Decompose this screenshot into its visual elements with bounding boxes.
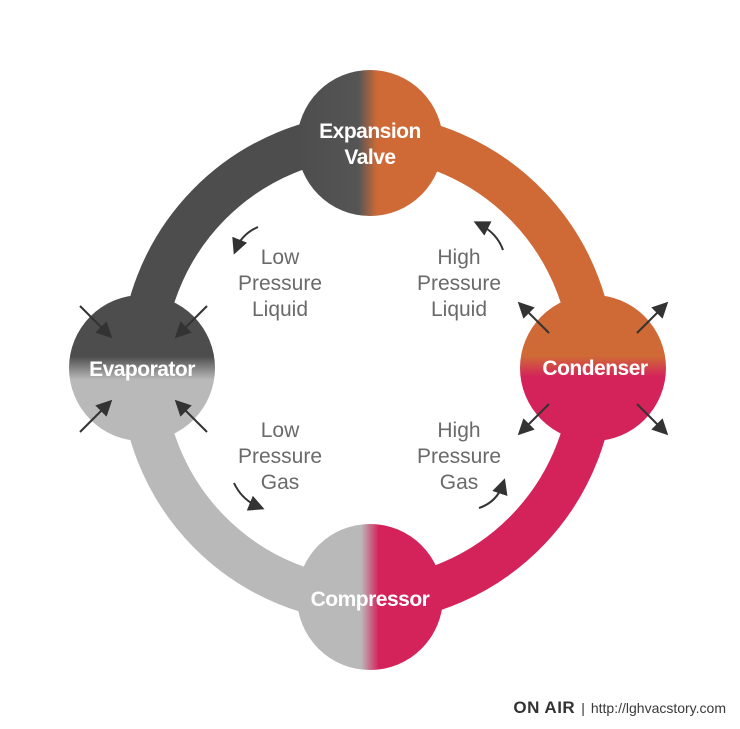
compressor-node (297, 524, 443, 670)
brand-logo: ON AIR (513, 698, 576, 717)
state-text-line: Liquid (252, 298, 308, 321)
state-text-line: Pressure (238, 445, 322, 468)
state-text-line: Gas (261, 471, 300, 494)
flow-arrow-icon (232, 226, 259, 255)
flow-arrow-icon (478, 478, 508, 509)
state-text-line: Pressure (238, 272, 322, 295)
footer-separator: | (581, 700, 585, 716)
heat-out-arrow-icon (636, 301, 669, 334)
low-pressure-liquid-label: Low Pressure Liquid (238, 246, 322, 321)
low-pressure-gas-label: Low Pressure Gas (238, 419, 322, 494)
footer-credit: ON AIR | http://lghvacstory.com (513, 698, 726, 718)
evaporator-label: Evaporator (89, 358, 195, 381)
expansion-valve-label-line1: Expansion (319, 120, 421, 143)
condenser-node (520, 295, 666, 441)
flow-arrow-icon (233, 482, 265, 511)
expansion-valve-node (297, 70, 443, 216)
state-text-line: Pressure (417, 272, 501, 295)
source-url: http://lghvacstory.com (590, 700, 726, 716)
heat-in-arrow-icon (79, 305, 113, 339)
heat-out-arrow-icon (517, 403, 550, 436)
heat-out-arrow-icon (636, 403, 669, 436)
heat-in-arrow-icon (174, 305, 208, 339)
state-text-line: Low (261, 419, 300, 442)
state-text-line: Gas (440, 471, 479, 494)
state-text-line: High (437, 419, 480, 442)
expansion-valve-label-line2: Valve (344, 146, 395, 169)
state-text-line: High (437, 246, 480, 269)
compressor-label: Compressor (311, 588, 430, 611)
state-text-line: Pressure (417, 445, 501, 468)
high-pressure-liquid-label: High Pressure Liquid (417, 246, 501, 321)
state-text-line: Liquid (431, 298, 487, 321)
heat-out-arrow-icon (517, 301, 550, 334)
high-pressure-gas-label: High Pressure Gas (417, 419, 501, 494)
heat-in-arrow-icon (174, 399, 208, 433)
flow-arrow-icon (473, 221, 504, 251)
condenser-label: Condenser (542, 357, 648, 380)
state-text-line: Low (261, 246, 300, 269)
heat-in-arrow-icon (79, 399, 113, 433)
